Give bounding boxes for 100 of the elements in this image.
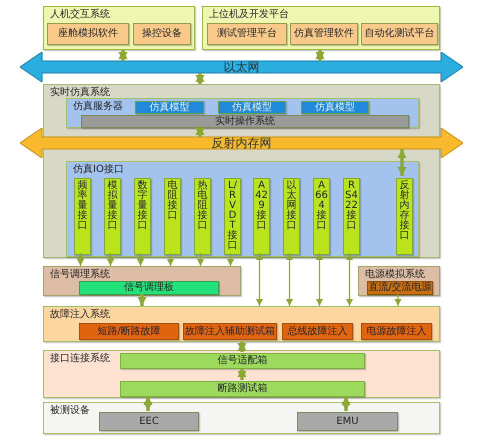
interface-column — [194, 178, 211, 255]
connector-arrow — [342, 396, 350, 411]
module-label: 短路/断路故障 — [97, 326, 161, 338]
module-label: RS422接口 — [345, 181, 358, 233]
panel-title: 电源模拟系统 — [365, 269, 425, 281]
system-panel — [66, 161, 419, 257]
connector-arrow — [107, 253, 114, 266]
module-label: A664接口 — [315, 181, 328, 233]
interface-column — [396, 178, 413, 255]
panel-title: 仿真IO接口 — [73, 164, 124, 176]
module-label: 总线故障注入 — [288, 326, 348, 338]
system-panel — [43, 6, 195, 50]
system-panel — [358, 266, 440, 296]
connector-arrow — [238, 368, 246, 380]
module-label: 反射内存接口 — [398, 181, 410, 243]
connector-arrow — [346, 253, 353, 306]
module-label: 热电阻接口 — [196, 181, 208, 233]
module-box — [301, 101, 369, 114]
module-label: 仿真模型 — [150, 102, 190, 114]
interface-column — [343, 178, 360, 255]
interface-column — [134, 178, 151, 255]
module-box — [290, 23, 358, 45]
connector-arrow — [196, 126, 204, 137]
module-label: 频率量接口 — [76, 181, 88, 233]
module-box — [99, 412, 199, 431]
module-box — [361, 323, 432, 340]
module-label: 座舱模拟软件 — [58, 28, 118, 40]
module-label: 仿真模型 — [232, 102, 272, 114]
panel-title: 仿真服务器 — [73, 101, 123, 113]
module-box — [120, 381, 365, 397]
module-box — [207, 23, 287, 45]
module-label: 电源故障注入 — [366, 326, 426, 338]
module-label: EEC — [139, 416, 159, 428]
module-label: 信号适配箱 — [218, 355, 268, 367]
module-label: 以太网接口 — [286, 181, 298, 233]
panel-title: 故障注入系统 — [50, 309, 110, 321]
module-label: 故障注入辅助测试箱 — [185, 326, 275, 338]
module-label: EMU — [336, 416, 359, 428]
connector-arrow — [144, 396, 152, 411]
module-box — [79, 323, 179, 340]
interface-column — [74, 178, 91, 255]
interface-column — [164, 178, 181, 255]
module-box — [361, 23, 438, 45]
module-label: 操控设备 — [142, 28, 182, 40]
bus-label: 以太网 — [224, 60, 260, 74]
panel-title: 实时仿真系统 — [50, 87, 110, 99]
system-panel — [202, 6, 440, 50]
module-label: 断路测试箱 — [218, 383, 268, 395]
connector-arrow — [286, 253, 293, 306]
module-box — [218, 101, 286, 114]
interface-column — [224, 178, 241, 255]
connector-arrow — [167, 253, 174, 266]
module-box — [47, 23, 129, 45]
panel-title: 上位机及开发平台 — [209, 9, 289, 21]
connector-arrow — [137, 253, 144, 266]
interface-column — [104, 178, 121, 255]
module-label: A429接口 — [255, 181, 268, 233]
module-label: 测试管理平台 — [217, 28, 277, 40]
interface-column — [253, 178, 270, 255]
connector-arrow — [256, 253, 263, 306]
module-label: 信号调理板 — [124, 282, 174, 294]
panel-title: 人机交互系统 — [50, 9, 110, 21]
connector-arrow — [238, 342, 246, 352]
panel-title: 信号调理系统 — [50, 269, 110, 281]
module-label: 电阻接口 — [166, 181, 178, 223]
system-panel — [43, 266, 241, 296]
panel-title: 接口连接系统 — [50, 353, 110, 365]
connector-arrow — [196, 73, 204, 84]
bus-label: 反射内存网 — [212, 136, 272, 150]
module-label: 仿真管理软件 — [294, 28, 354, 40]
connector-arrow — [227, 253, 234, 266]
interface-column — [313, 178, 330, 255]
panel-title: 被测设备 — [50, 405, 90, 417]
module-box — [120, 353, 365, 369]
module-label: 直流/交流电源 — [368, 282, 432, 294]
module-label: 实时操作系统 — [215, 116, 275, 128]
module-label: L/RVDT接口 — [226, 181, 238, 253]
module-label: 数字量接口 — [136, 181, 148, 233]
module-box — [135, 101, 204, 114]
module-box — [133, 23, 191, 45]
connector-arrow — [316, 253, 323, 306]
connector-arrow — [394, 294, 402, 306]
system-panel — [43, 350, 440, 398]
system-panel — [66, 98, 419, 128]
system-panel — [43, 84, 440, 258]
system-panel — [43, 402, 440, 434]
connector-arrow — [77, 253, 84, 266]
module-label: 仿真模型 — [315, 102, 355, 114]
module-label: 自动化测试平台 — [364, 28, 434, 40]
interface-column — [283, 178, 300, 255]
module-box — [79, 281, 219, 295]
connector-arrow — [316, 50, 324, 61]
module-box — [282, 323, 353, 340]
connector-arrow — [197, 253, 204, 266]
module-box — [81, 115, 409, 128]
module-box — [297, 412, 398, 431]
system-panel — [43, 306, 440, 342]
connector-arrow — [118, 50, 128, 61]
connector-arrow — [138, 294, 146, 306]
connector-arrow — [398, 149, 406, 176]
